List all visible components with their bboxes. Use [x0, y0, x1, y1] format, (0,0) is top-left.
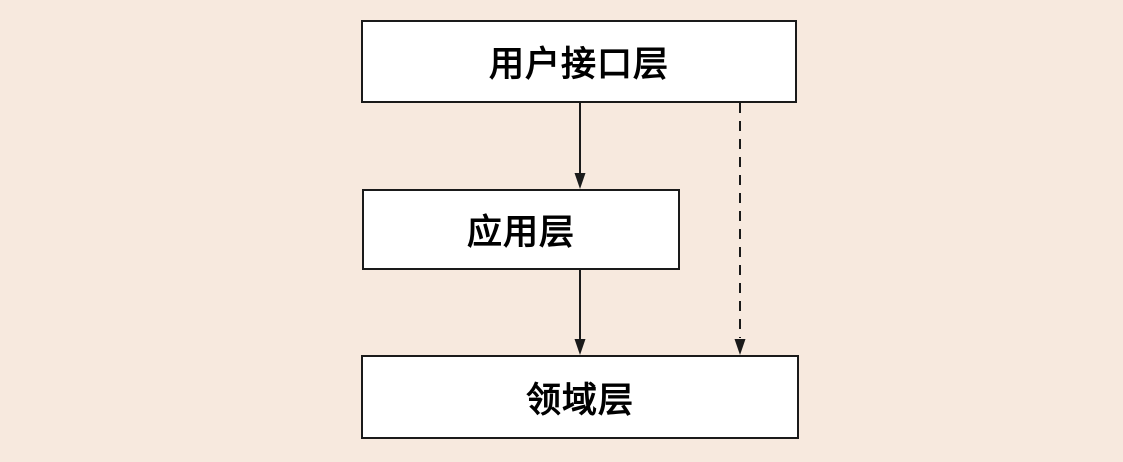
- edge-ui-to-application: [574, 103, 586, 189]
- arrowhead-down-icon: [574, 339, 586, 355]
- box-application-layer: 应用层: [362, 189, 680, 270]
- domain-layer-label: 领域层: [525, 380, 634, 421]
- arrowhead-down-icon: [574, 173, 586, 189]
- edge-ui-to-domain-dashed: [734, 103, 746, 355]
- box-ui-layer: 用户接口层: [361, 20, 797, 103]
- ui-layer-label: 用户接口层: [488, 45, 669, 85]
- edge-application-to-domain: [574, 270, 586, 355]
- arrowhead-down-icon: [734, 339, 746, 355]
- application-layer-label: 应用层: [466, 213, 575, 253]
- box-domain-layer: 领域层: [361, 355, 799, 439]
